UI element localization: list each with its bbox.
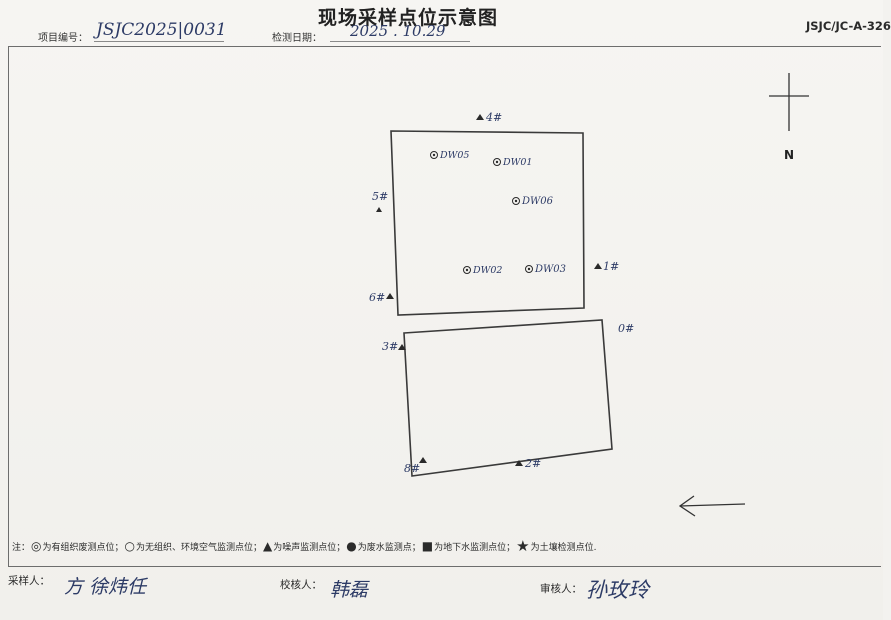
legend-text-noise: 为噪声监测点位； — [273, 542, 346, 553]
star-icon: ★ — [516, 537, 530, 555]
legend-text-organized: 为有组织废测点位； — [42, 542, 124, 553]
triangle-icon: ▲ — [263, 539, 273, 553]
point-label-dw06: DW06 — [521, 196, 554, 207]
point-label-dw01: DW01 — [502, 157, 532, 168]
square-icon: ■ — [421, 539, 434, 553]
legend: 注： ◎ 为有组织废测点位； ○ 为无组织、环境空气监测点位； ▲ 为噪声监测点… — [12, 537, 596, 555]
document-code: JSJC/JC-A-326 — [806, 19, 891, 33]
sampler-signature: 方 徐炜任 — [64, 576, 147, 598]
point-label-dw03: DW03 — [534, 264, 566, 275]
air-point-dw03-icon — [525, 265, 533, 273]
test-date-value: 2025 . 10.29 — [350, 22, 446, 40]
north-label: N — [784, 148, 794, 162]
lower-site-boundary — [403, 319, 613, 477]
point-label-0: 0# — [618, 322, 634, 335]
point-label-4: 4# — [485, 111, 502, 124]
legend-note-prefix: 注： — [12, 542, 31, 553]
north-arrow-icon — [769, 73, 809, 131]
point-label-dw02: DW02 — [472, 265, 502, 276]
air-point-dw01-icon — [493, 158, 501, 166]
legend-text-wastewater: 为废水监测点； — [357, 542, 421, 553]
noise-point-8-icon — [419, 457, 427, 463]
point-label-dw05: DW05 — [439, 150, 469, 161]
double-circle-icon: ◎ — [31, 539, 42, 553]
noise-point-1-icon — [594, 263, 602, 269]
sampler-label: 采样人： — [8, 575, 50, 587]
point-label-5: 5# — [372, 190, 388, 203]
test-date-label: 检测日期： — [272, 33, 322, 44]
air-point-dw06-icon — [512, 197, 520, 205]
project-no-value: JSJC2025|0031 — [96, 20, 227, 40]
noise-point-4-icon — [476, 114, 484, 120]
circle-icon: ○ — [124, 539, 135, 553]
point-label-6: 6# — [369, 291, 385, 304]
left-arrow-icon — [678, 495, 746, 517]
noise-point-3-icon — [398, 344, 406, 350]
checker-label: 校核人： — [280, 579, 322, 591]
checker-signature: 韩磊 — [330, 579, 369, 601]
point-label-8: 8# — [404, 462, 420, 475]
legend-text-air: 为无组织、环境空气监测点位； — [136, 542, 263, 553]
air-point-dw02-icon — [463, 266, 471, 274]
air-point-dw05-icon — [430, 151, 438, 159]
map-frame — [8, 46, 881, 567]
legend-text-groundwater: 为地下水监测点位； — [434, 542, 516, 553]
noise-point-5-icon — [376, 207, 382, 212]
noise-point-2-icon — [515, 460, 523, 466]
legend-text-soil: 为土壤检测点位. — [530, 542, 597, 553]
reviewer-signature: 孙玫玲 — [586, 578, 649, 602]
dot-icon: ● — [346, 539, 357, 553]
point-label-3: 3# — [382, 340, 398, 353]
project-no-label: 项目编号： — [38, 33, 88, 44]
noise-point-6-icon — [386, 293, 394, 299]
point-label-1: 1# — [603, 260, 619, 273]
test-date-underline — [330, 41, 470, 42]
point-label-2: 2# — [524, 457, 541, 470]
reviewer-label: 审核人： — [540, 583, 582, 595]
project-no-underline — [94, 41, 224, 42]
upper-site-boundary — [390, 130, 585, 316]
page-title: 现场采样点位示意图 — [318, 7, 499, 29]
